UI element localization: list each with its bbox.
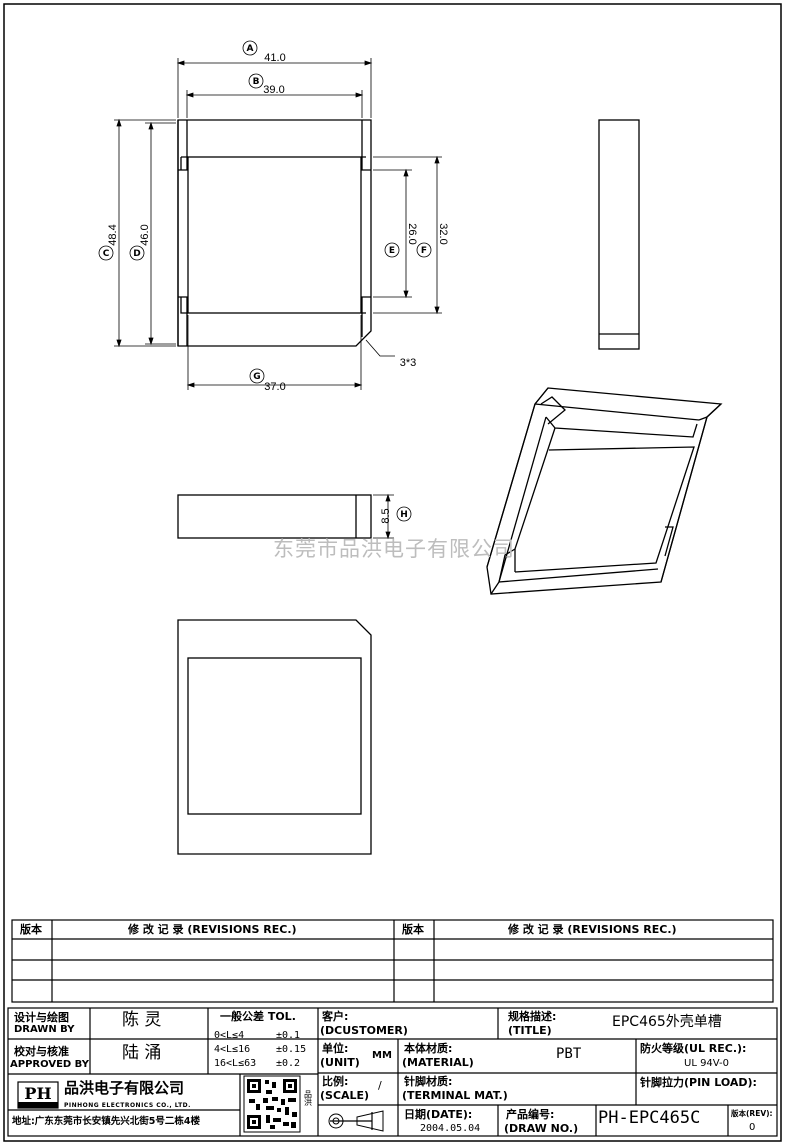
rev-ver-header-left: 版本 <box>20 923 42 936</box>
drawno-value: PH-EPC465C <box>598 1108 701 1128</box>
designer-name: 陈 灵 <box>122 1010 162 1030</box>
drawno-label-en: (DRAW NO.) <box>504 1122 579 1135</box>
dim-label-c: C <box>103 249 110 259</box>
fire-rating-label: 防火等级(UL REC.): <box>640 1042 747 1055</box>
drawn-by-label-en: DRAWN BY <box>14 1024 75 1035</box>
tolerance-title: 一般公差 TOL. <box>220 1010 296 1023</box>
fire-rating-value: UL 94V-0 <box>684 1058 730 1069</box>
dim-label-g: G <box>253 372 260 382</box>
dim-label-d: D <box>133 249 140 259</box>
material-value: PBT <box>556 1046 582 1062</box>
unit-label-en: (UNIT) <box>320 1056 360 1069</box>
dim-value-a: 41.0 <box>264 52 285 64</box>
dim-label-h: H <box>400 510 408 520</box>
dim-value-f: 32.0 <box>437 223 449 244</box>
logo-text: PH <box>24 1084 51 1103</box>
dim-label-a: A <box>247 44 254 54</box>
bottom-view <box>177 619 372 855</box>
drawno-label-cn: 产品编号: <box>506 1108 555 1121</box>
isometric-view <box>486 387 723 595</box>
date-value: 2004.05.04 <box>420 1123 481 1134</box>
tol-range-3: 16<L≤63 <box>214 1058 257 1069</box>
rev-rec-header-right: 修 改 记 录 (REVISIONS REC.) <box>508 923 677 936</box>
dim-value-chamfer: 3*3 <box>400 357 417 369</box>
company-logo <box>17 1081 59 1109</box>
title-block-grid <box>7 919 778 1137</box>
title-label-en: (TITLE) <box>508 1024 552 1037</box>
dim-value-b: 39.0 <box>263 84 284 96</box>
qr-side-label: 品洪 <box>304 1090 313 1107</box>
dimension-lines <box>114 58 442 390</box>
dim-label-e: E <box>389 246 395 256</box>
dim-value-h: 8.5 <box>380 508 392 523</box>
customer-label-en: (DCUSTOMER) <box>320 1024 408 1037</box>
revision-value: 0 <box>749 1122 756 1133</box>
customer-label-cn: 客户: <box>322 1010 349 1023</box>
scale-value: / <box>378 1079 382 1092</box>
tol-range-1: 0<L≤4 <box>214 1030 245 1041</box>
dim-value-e: 26.0 <box>406 223 418 244</box>
tol-value-1: ±0.1 <box>276 1030 301 1041</box>
tol-value-2: ±0.15 <box>276 1044 307 1055</box>
watermark: 东莞市品洪电子有限公司 <box>273 537 515 561</box>
approved-by-label-en: APPROVED BY <box>10 1059 89 1070</box>
sheet-border <box>3 3 782 1142</box>
tol-value-3: ±0.2 <box>276 1058 301 1069</box>
side-view-right <box>598 119 640 350</box>
dim-value-c: 48.4 <box>107 224 119 245</box>
terminal-label-en: (TERMINAL MAT.) <box>402 1089 508 1102</box>
dim-label-b: B <box>253 77 260 87</box>
front-view <box>177 493 394 540</box>
rev-rec-header-left: 修 改 记 录 (REVISIONS REC.) <box>128 923 297 936</box>
scale-label-cn: 比例: <box>322 1075 349 1088</box>
company-name-en: PINHONG ELECTRONICS CO., LTD. <box>64 1102 191 1109</box>
dim-value-g: 37.0 <box>264 381 285 393</box>
dim-value-d: 46.0 <box>139 224 151 245</box>
date-label: 日期(DATE): <box>404 1108 473 1121</box>
unit-value: MM <box>372 1050 392 1061</box>
tol-range-2: 4<L≤16 <box>214 1044 251 1055</box>
approver-name: 陆 涌 <box>122 1043 162 1063</box>
rev-ver-header-right: 版本 <box>402 923 424 936</box>
projection-symbol <box>328 1110 384 1132</box>
scale-label-en: (SCALE) <box>320 1089 370 1102</box>
dimension-markers <box>98 40 432 522</box>
terminal-label-cn: 针脚材质: <box>404 1075 453 1088</box>
company-name-cn: 品洪电子有限公司 <box>64 1079 185 1097</box>
material-label-cn: 本体材质: <box>404 1042 453 1055</box>
pin-load-label: 针脚拉力(PIN LOAD): <box>640 1076 757 1089</box>
company-address: 地址:广东东莞市长安镇先兴北街5号二栋4楼 <box>12 1116 201 1127</box>
drawn-by-label-cn: 设计与绘图 <box>14 1011 69 1024</box>
title-value: EPC465外壳单槽 <box>612 1014 722 1030</box>
approved-by-label-cn: 校对与核准 <box>14 1045 69 1058</box>
top-view <box>177 119 372 347</box>
material-label-en: (MATERIAL) <box>402 1056 474 1069</box>
title-label-cn: 规格描述: <box>508 1010 557 1023</box>
unit-label-cn: 单位: <box>322 1042 349 1055</box>
qr-code <box>243 1075 301 1133</box>
revision-label: 版本(REV): <box>731 1109 773 1118</box>
dim-label-f: F <box>421 246 427 256</box>
